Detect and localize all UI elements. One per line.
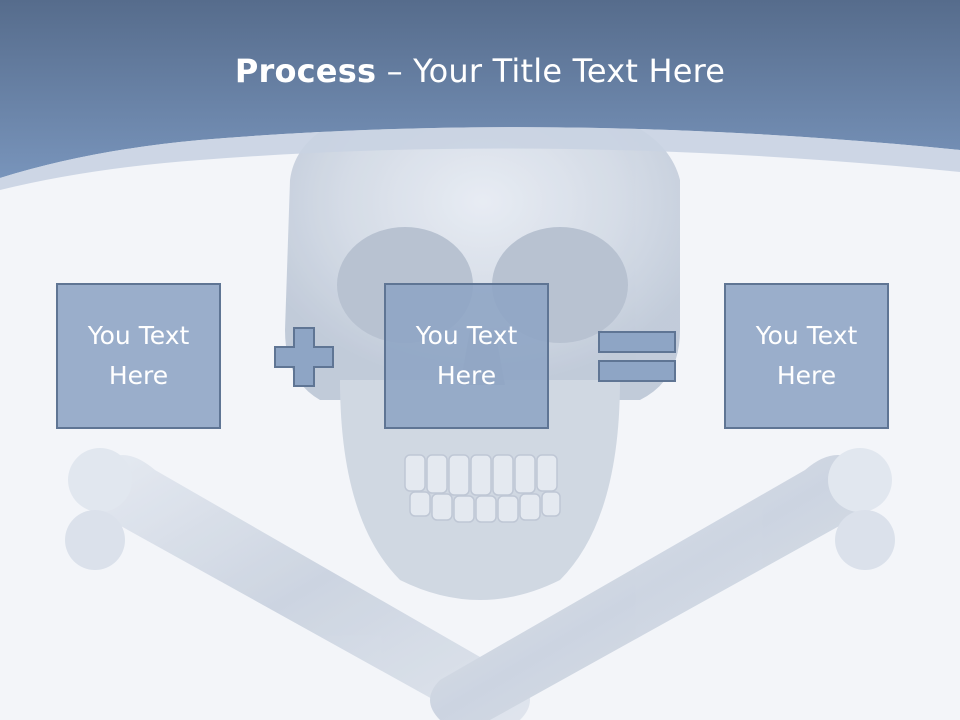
crossbone-right xyxy=(430,448,895,720)
slide-title: Process – Your Title Text Here xyxy=(0,52,960,90)
process-box-3[interactable]: You Text Here xyxy=(724,283,889,429)
crossbone-left xyxy=(65,448,530,720)
equals-icon xyxy=(598,331,676,382)
skull xyxy=(285,95,680,600)
header-band xyxy=(0,0,960,190)
process-box-1-text: You Text Here xyxy=(87,321,190,390)
process-box-1[interactable]: You Text Here xyxy=(56,283,221,429)
process-box-2-text: You Text Here xyxy=(415,321,518,390)
title-bold: Process xyxy=(234,52,377,90)
skull-crossbones-watermark xyxy=(65,95,895,720)
plus-icon xyxy=(274,327,334,387)
title-rest: – Your Title Text Here xyxy=(376,52,726,90)
process-box-3-text: You Text Here xyxy=(755,321,858,390)
process-box-2[interactable]: You Text Here xyxy=(384,283,549,429)
